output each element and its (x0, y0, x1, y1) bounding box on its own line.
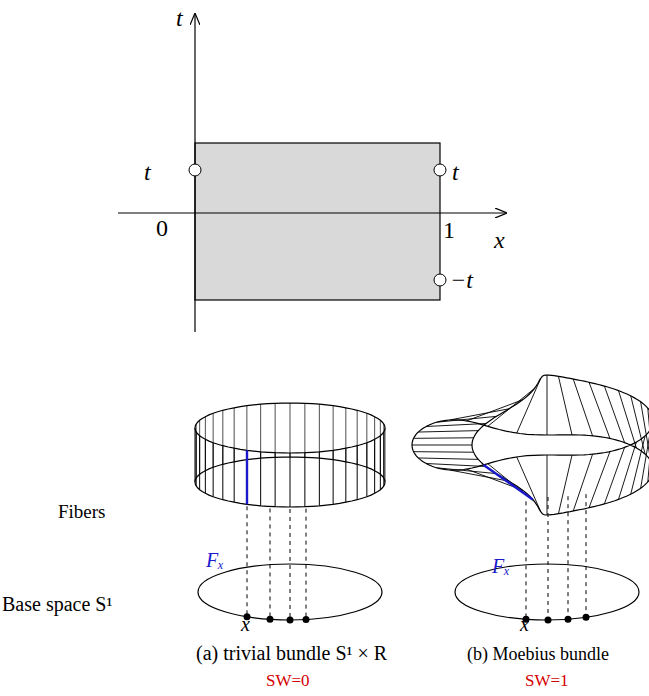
fiber-line (222, 410, 223, 464)
fiber-line (246, 450, 247, 504)
fiber-line (604, 386, 624, 443)
point-marker (434, 164, 446, 176)
caption-label: (b) Moebius bundle (467, 645, 609, 663)
projection-line (247, 506, 248, 616)
point-label: x (520, 614, 529, 634)
fiber-line (589, 452, 610, 508)
projection-line (270, 508, 271, 619)
value-label: −t (450, 268, 473, 292)
fiber-line (319, 452, 320, 506)
value-label: t (144, 160, 151, 184)
x-axis (118, 212, 506, 213)
fiber-line (195, 428, 196, 482)
tick-label: 0 (156, 216, 168, 240)
fiber-line (604, 447, 624, 504)
fiber-line (260, 452, 261, 506)
fiber-line (573, 379, 592, 436)
fiber-line (558, 455, 572, 513)
value-label: t (452, 160, 459, 184)
domain-rectangle (195, 143, 440, 300)
projection-line (586, 494, 587, 617)
fiber-line (648, 408, 649, 468)
fiber-line (383, 424, 384, 478)
projection-line (306, 509, 307, 620)
tick-label: 1 (443, 218, 455, 242)
base-point (287, 617, 294, 624)
highlighted-fiber (484, 465, 533, 499)
axis-label: t (176, 6, 183, 30)
fiber-line (275, 453, 276, 507)
fiber-line (275, 403, 276, 457)
fiber-line (488, 389, 535, 427)
fiber-line (547, 455, 548, 515)
fiber-line (573, 454, 592, 511)
fiber-line (357, 410, 358, 464)
base-point (583, 614, 590, 621)
band-edge (412, 375, 649, 515)
fiber-line (558, 376, 572, 434)
fiber-line (290, 453, 291, 507)
fiber-line (414, 437, 474, 439)
fiber-line (385, 428, 386, 482)
projection-line (290, 509, 291, 620)
point-marker (189, 164, 201, 176)
fiber-line (366, 413, 367, 467)
point-marker (434, 274, 446, 286)
fiber-line (426, 424, 486, 427)
fiber-line (619, 442, 637, 499)
fiber-line (517, 378, 541, 433)
fiber-label: Fₓ (492, 556, 510, 576)
caption-label: (a) trivial bundle S¹ × R (196, 643, 387, 663)
fiber-line (234, 408, 235, 462)
base-point (303, 616, 310, 623)
fiber-line (589, 382, 610, 438)
fiber-line (380, 420, 381, 474)
fiber-line (450, 409, 509, 420)
fiber-line (260, 404, 261, 458)
base-point (545, 616, 552, 623)
fiber-line (418, 458, 478, 459)
projection-line (568, 496, 569, 619)
highlighted-fiber (246, 450, 248, 504)
fiber-line (418, 431, 478, 432)
part-label: Base space S¹ (2, 594, 112, 614)
fiber-line (426, 464, 486, 467)
fiber-line (205, 417, 206, 471)
fiber-label: Fₓ (206, 550, 224, 570)
fiber-line (290, 403, 291, 457)
base-point (267, 616, 274, 623)
fiber-line (466, 400, 522, 421)
fiber-line (374, 417, 375, 471)
projection-line (526, 501, 527, 619)
bundle-strokes (195, 375, 649, 624)
fiber-line (619, 391, 637, 448)
point-label: x (241, 614, 250, 634)
fiber-line (517, 457, 541, 512)
axis-label: x (494, 228, 505, 252)
part-label: Fibers (58, 502, 106, 521)
fiber-line (547, 375, 548, 435)
projection-line (548, 497, 549, 620)
fiber-line (319, 404, 320, 458)
fiber-line (333, 406, 334, 460)
sw-label: SW=0 (266, 672, 310, 689)
fiber-line (414, 451, 474, 453)
fiber-line (304, 453, 305, 507)
sw-label: SW=1 (525, 672, 569, 689)
fiber-line (345, 408, 346, 462)
base-circle (455, 564, 639, 620)
fiber-line (631, 396, 645, 454)
fiber-line (196, 424, 197, 478)
base-point (565, 616, 572, 623)
fiber-line (648, 422, 649, 482)
fiber-line (213, 413, 214, 467)
fiber-line (412, 445, 472, 446)
fiber-line (199, 420, 200, 474)
fiber-line (304, 403, 305, 457)
